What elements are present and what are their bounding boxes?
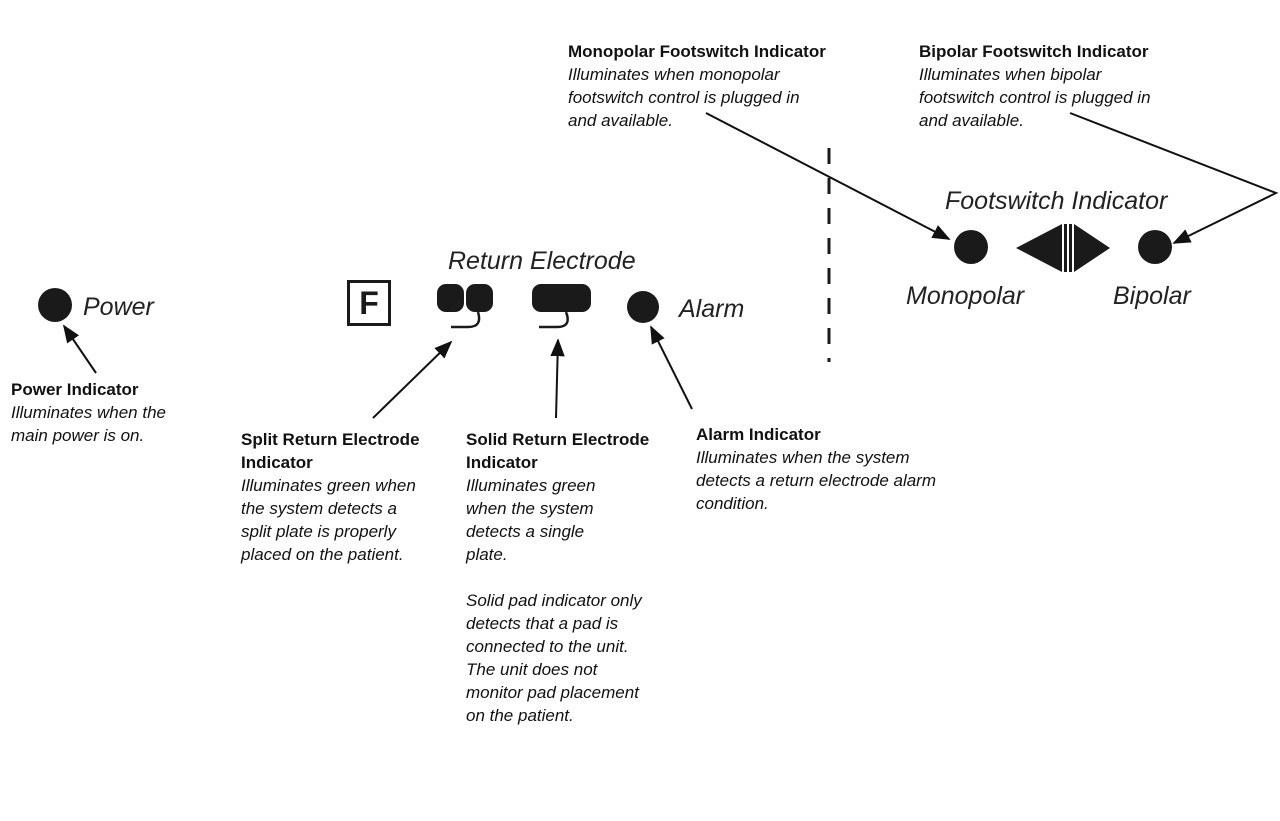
- monopolar-callout-title: Monopolar Footswitch Indicator: [568, 42, 826, 61]
- monopolar-leader-arrow: [705, 112, 951, 240]
- monopolar-callout-desc: Illuminates when monopolar footswitch co…: [568, 65, 800, 130]
- alarm-leader-arrow: [650, 325, 693, 410]
- solid-leader-arrow: [550, 338, 565, 419]
- solid-callout-note: Solid pad indicator only detects that a …: [466, 591, 642, 725]
- power-leader-arrow: [62, 324, 97, 374]
- alarm-callout-desc: Illuminates when the system detects a re…: [696, 448, 937, 513]
- alarm-label: Alarm: [679, 295, 745, 323]
- footswitch-indicator-label: Footswitch Indicator: [945, 187, 1168, 215]
- bipolar-callout-desc: Illuminates when bipolar footswitch cont…: [919, 65, 1151, 130]
- split-leader-arrow: [372, 340, 453, 419]
- bipolar-callout: Bipolar Footswitch Indicator Illuminates…: [919, 40, 1219, 132]
- bipolar-callout-title: Bipolar Footswitch Indicator: [919, 42, 1149, 61]
- solid-callout: Solid Return Electrode Indicator Illumin…: [466, 428, 656, 727]
- bipolar-leader-arrow: [1069, 112, 1279, 244]
- monopolar-label: Monopolar: [906, 282, 1025, 310]
- monopolar-indicator-light: [954, 230, 988, 264]
- solid-pad-icon: [532, 284, 591, 329]
- bipolar-indicator-light: [1138, 230, 1172, 264]
- power-callout-title: Power Indicator: [11, 380, 139, 399]
- monopolar-callout: Monopolar Footswitch Indicator Illuminat…: [568, 40, 898, 132]
- solid-callout-desc: Illuminates green when the system detect…: [466, 476, 596, 564]
- split-callout-title: Split Return Electrode Indicator: [241, 430, 420, 472]
- split-callout: Split Return Electrode Indicator Illumin…: [241, 428, 436, 566]
- power-callout: Power Indicator Illuminates when the mai…: [11, 378, 211, 447]
- split-pad-icon: [437, 284, 493, 329]
- footswitch-arrows-icon: [1016, 224, 1110, 272]
- alarm-callout: Alarm Indicator Illuminates when the sys…: [696, 423, 956, 515]
- power-label: Power: [83, 293, 154, 321]
- power-callout-desc: Illuminates when the main power is on.: [11, 403, 166, 445]
- alarm-indicator-light: [627, 291, 659, 323]
- split-callout-desc: Illuminates green when the system detect…: [241, 476, 416, 564]
- solid-callout-title: Solid Return Electrode Indicator: [466, 430, 650, 472]
- return-electrode-label: Return Electrode: [448, 247, 636, 275]
- f-key-label: F: [347, 280, 391, 326]
- bipolar-label: Bipolar: [1113, 282, 1191, 310]
- power-indicator-light: [38, 288, 72, 322]
- alarm-callout-title: Alarm Indicator: [696, 425, 821, 444]
